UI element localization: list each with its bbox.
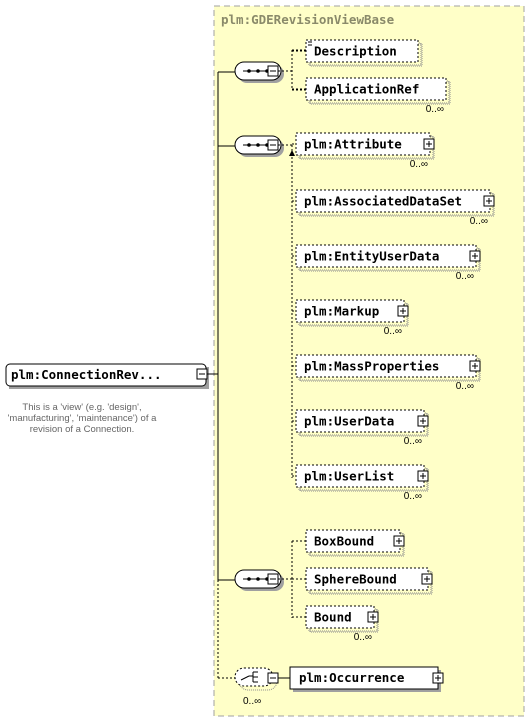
element-markup[interactable]: plm:Markup 0..∞	[292, 299, 409, 337]
element-label: Description	[314, 44, 397, 59]
element-box-bound[interactable]: BoxBound	[292, 529, 405, 557]
expand-icon[interactable]	[421, 573, 433, 585]
element-sphere-bound[interactable]: SphereBound	[292, 567, 433, 595]
sequence-1-collapse-icon[interactable]	[267, 65, 279, 77]
element-occurrence: 0..∞	[404, 491, 422, 502]
expand-icon[interactable]	[367, 611, 379, 623]
element-associated-data-set[interactable]: plm:AssociatedDataSet 0..∞	[292, 189, 495, 227]
element-label: plm:UserData	[304, 414, 394, 429]
element-label: Bound	[314, 610, 352, 625]
root-doc-line-2: 'manufacturing', 'maintenance') of a	[8, 413, 157, 424]
element-label: plm:EntityUserData	[304, 249, 439, 264]
element-mass-properties[interactable]: plm:MassProperties 0..∞	[292, 354, 481, 392]
choice-collapse-icon[interactable]	[267, 672, 279, 684]
occurrence-expand-icon[interactable]	[432, 672, 444, 684]
choice-occurrence: 0..∞	[243, 696, 261, 707]
element-occurrence: 0..∞	[354, 632, 372, 643]
element-occurrence: 0..∞	[426, 104, 444, 115]
root-expand-icon[interactable]	[196, 368, 208, 380]
expand-icon[interactable]	[397, 305, 409, 317]
element-label: BoxBound	[314, 534, 374, 549]
expand-icon[interactable]	[417, 415, 429, 427]
element-box[interactable]	[295, 244, 477, 268]
element-box[interactable]	[305, 39, 419, 63]
sequence-3-collapse-icon[interactable]	[267, 573, 279, 585]
sequence-2-collapse-icon[interactable]	[267, 139, 279, 151]
root-doc-line-1: This is a 'view' (e.g. 'design',	[22, 402, 141, 413]
element-description[interactable]: Description	[292, 39, 423, 67]
element-user-list[interactable]: plm:UserList 0..∞	[292, 464, 429, 502]
element-box[interactable]	[305, 605, 375, 629]
expand-icon[interactable]	[469, 250, 481, 262]
element-entity-user-data[interactable]: plm:EntityUserData 0..∞	[292, 244, 481, 282]
expand-icon[interactable]	[483, 195, 495, 207]
expand-icon[interactable]	[417, 470, 429, 482]
element-application-ref[interactable]: ApplicationRef 0..∞	[292, 77, 451, 115]
root-element-label: plm:ConnectionRev...	[11, 367, 162, 382]
element-label: plm:Attribute	[304, 137, 402, 152]
element-attribute[interactable]: plm:Attribute 0..∞	[292, 132, 435, 170]
element-occurrence: 0..∞	[456, 271, 474, 282]
element-occurrence: 0..∞	[384, 326, 402, 337]
element-user-data[interactable]: plm:UserData 0..∞	[292, 409, 429, 447]
expand-icon[interactable]	[423, 138, 435, 150]
element-box[interactable]	[295, 409, 425, 433]
element-occurrence: 0..∞	[404, 436, 422, 447]
element-label: SphereBound	[314, 572, 397, 587]
expand-icon[interactable]	[469, 360, 481, 372]
expand-icon[interactable]	[393, 535, 405, 547]
element-box[interactable]	[295, 354, 477, 378]
element-occurrence: 0..∞	[456, 381, 474, 392]
root-doc-line-3: revision of a Connection.	[30, 424, 135, 435]
element-label: ApplicationRef	[314, 82, 419, 97]
element-label: plm:MassProperties	[304, 359, 439, 374]
occurrence-element-label: plm:Occurrence	[299, 670, 405, 685]
element-box[interactable]	[305, 77, 447, 101]
element-label: plm:Markup	[304, 304, 379, 319]
group-title: plm:GDERevisionViewBase	[221, 12, 395, 27]
element-occurrence: 0..∞	[470, 216, 488, 227]
element-occurrence: 0..∞	[410, 159, 428, 170]
element-label: plm:AssociatedDataSet	[304, 194, 462, 209]
element-box[interactable]	[295, 299, 405, 323]
element-label: plm:UserList	[304, 469, 394, 484]
element-box[interactable]	[295, 464, 425, 488]
